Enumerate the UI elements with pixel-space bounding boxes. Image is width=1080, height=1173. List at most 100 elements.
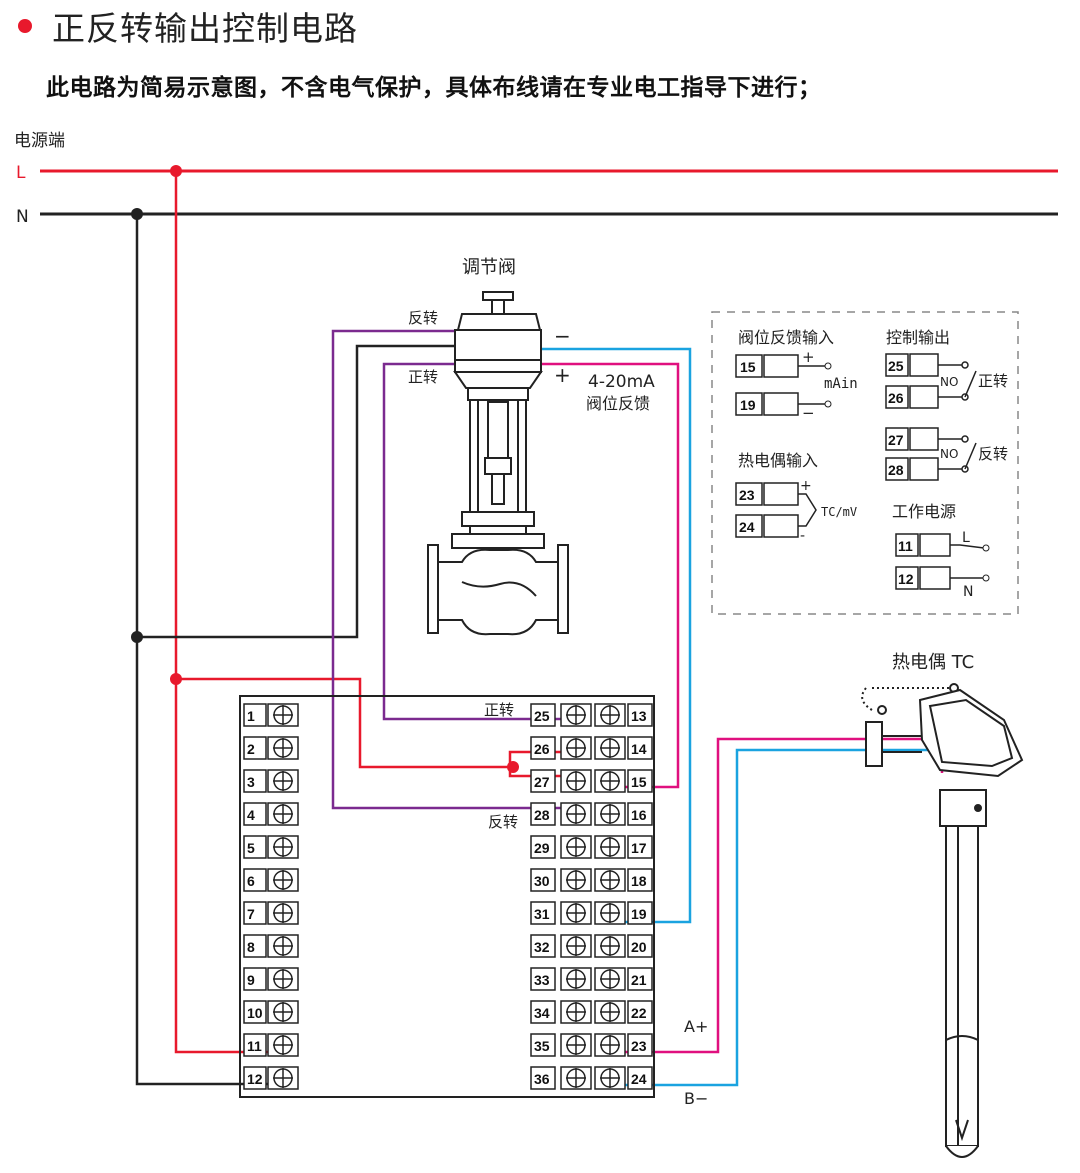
terminal-block	[239, 695, 655, 1098]
legend-tc-rows: 23 24	[735, 482, 817, 538]
terminal-12: 12	[247, 1071, 263, 1087]
live-junction-mid	[170, 673, 182, 685]
screw-icon	[560, 736, 592, 760]
terminal-1-box	[243, 703, 267, 727]
page-subtitle: 此电路为简易示意图，不含电气保护，具体布线请在专业电工指导下进行；	[46, 75, 822, 101]
screw-icon	[594, 967, 626, 991]
terminal-7-box	[243, 901, 267, 925]
legend-tc-title: 热电偶输入	[738, 451, 818, 470]
valve-title: 调节阀	[462, 257, 516, 278]
terminal-13: 13	[631, 708, 647, 724]
terminal-20-box	[627, 934, 653, 958]
screw-icon	[267, 1000, 299, 1024]
screw-icon	[594, 868, 626, 892]
legend-forward-label: 正转	[978, 372, 1008, 390]
terminal-7: 7	[247, 906, 255, 922]
legend-feedback-title: 阀位反馈输入	[738, 328, 834, 347]
legend-terminal-number: 25	[888, 358, 904, 374]
terminal-15-box	[627, 769, 653, 793]
screw-icon	[560, 703, 592, 727]
terminal-16: 16	[631, 807, 647, 823]
terminal-26-box	[530, 736, 556, 760]
terminal-1: 1	[247, 708, 255, 724]
legend-control-rows: 25 26 27 28	[885, 353, 939, 481]
terminal-34: 34	[534, 1005, 550, 1021]
terminal-26: 26	[534, 741, 550, 757]
terminal-10: 10	[247, 1005, 263, 1021]
bullet-icon	[18, 19, 32, 33]
screw-icon	[267, 934, 299, 958]
terminal-18: 18	[631, 873, 647, 889]
terminal-25-box	[530, 703, 556, 727]
legend-box	[711, 311, 1019, 615]
terminal-34-box	[530, 1000, 556, 1024]
neutral-junction-mid	[131, 631, 143, 643]
terminal-b-label: B−	[684, 1089, 708, 1108]
valve-signal-label: 4-20mA	[588, 372, 655, 392]
legend-feedback-plus: +	[802, 348, 815, 366]
terminal-20: 20	[631, 939, 647, 955]
terminal-11: 11	[247, 1038, 262, 1054]
terminal-10-box	[243, 1000, 267, 1024]
legend-terminal-number: 23	[739, 487, 755, 503]
terminal-8-box	[243, 934, 267, 958]
valve-plus-label: +	[554, 363, 571, 387]
terminal-17-box	[627, 835, 653, 859]
legend-power-l: L	[962, 530, 970, 546]
control-valve: 调节阀 反转 正转 − + 4-20mA 阀位反馈	[408, 257, 655, 636]
terminal-5: 5	[247, 840, 255, 856]
legend-reverse-label: 反转	[978, 445, 1008, 463]
terminal-21-box	[627, 967, 653, 991]
terminal-6: 6	[247, 873, 255, 889]
terminal-2-box	[243, 736, 267, 760]
legend-power-rows: 11 12	[895, 533, 990, 590]
terminal-31-box	[530, 901, 556, 925]
terminal-14-box	[627, 736, 653, 760]
legend-switch-reverse	[938, 435, 977, 473]
terminal-8: 8	[247, 939, 255, 955]
terminal-14: 14	[631, 741, 647, 757]
screw-icon	[594, 1033, 626, 1057]
terminal-32: 32	[534, 939, 550, 955]
terminal-15: 15	[631, 774, 647, 790]
valve-reverse-label: 反转	[408, 309, 438, 327]
neutral-junction-top	[131, 208, 143, 220]
screw-icon	[267, 901, 299, 925]
terminal-forward-label: 正转	[484, 701, 514, 719]
screw-icon	[594, 835, 626, 859]
legend-control-title: 控制输出	[886, 328, 950, 347]
screw-icon	[267, 769, 299, 793]
terminal-3: 3	[247, 774, 255, 790]
terminal-35-box	[530, 1033, 556, 1057]
terminal-9-box	[243, 967, 267, 991]
legend-feedback-node	[824, 400, 832, 408]
screw-icon	[267, 868, 299, 892]
terminal-33-box	[530, 967, 556, 991]
terminal-24: 24	[631, 1071, 647, 1087]
screw-icon	[560, 1066, 592, 1090]
screw-icon	[267, 1033, 299, 1057]
legend-no-1: NO	[940, 375, 958, 389]
screw-icon	[594, 703, 626, 727]
legend-tc-plus: +	[800, 478, 812, 494]
terminal-24-box	[627, 1066, 653, 1090]
valve-minus-label: −	[554, 324, 571, 348]
terminal-reverse-label: 反转	[488, 813, 518, 831]
terminal-22: 22	[631, 1005, 647, 1021]
legend-feedback-t19: 19	[735, 392, 799, 416]
legend-terminal-number: 11	[898, 538, 913, 554]
screw-icon	[267, 835, 299, 859]
legend-terminal-number: 15	[740, 359, 756, 375]
legend-power-title: 工作电源	[892, 502, 956, 521]
screw-icon	[560, 835, 592, 859]
legend-tc-minus: -	[800, 528, 805, 544]
legend-terminal-number: 27	[888, 432, 904, 448]
terminal-6-box	[243, 868, 267, 892]
screw-icon	[560, 802, 592, 826]
terminal-a-label: A+	[684, 1017, 708, 1036]
legend-terminal-number: 24	[739, 519, 755, 535]
legend-feedback-node	[824, 362, 832, 370]
terminal-17: 17	[631, 840, 647, 856]
valve-signal-desc: 阀位反馈	[586, 394, 650, 413]
